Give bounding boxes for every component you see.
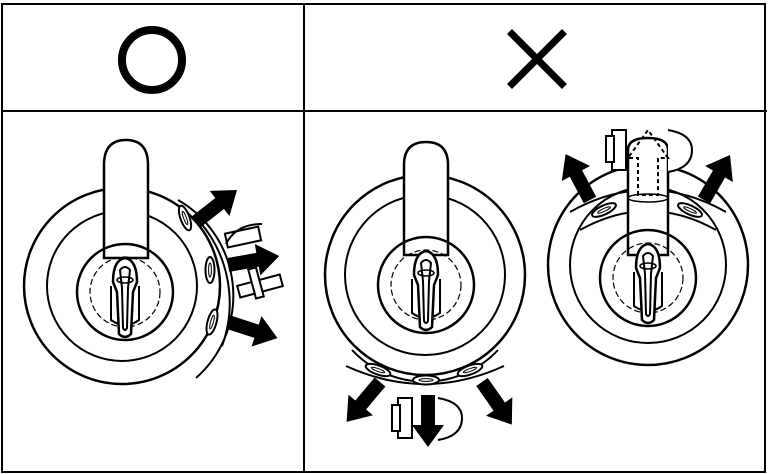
vent-slot <box>204 256 216 284</box>
header-correct: ○ <box>0 0 186 94</box>
clip-part <box>605 129 694 173</box>
incorrect-symbol <box>507 29 567 89</box>
correct-symbol <box>118 26 186 94</box>
header-incorrect: ✕ <box>0 0 567 89</box>
header-correct-label: ○ <box>0 0 10 4</box>
panel-correct <box>22 138 285 386</box>
clip-part <box>223 223 263 249</box>
vent-slot <box>412 374 440 386</box>
vent-band <box>199 221 231 347</box>
panel-incorrect-bottom <box>323 140 527 447</box>
dashed-arrow-up <box>626 128 670 196</box>
handle-tube <box>402 140 450 257</box>
handle-tube <box>102 138 150 260</box>
clip-part <box>391 397 464 441</box>
handle-tube <box>626 136 670 257</box>
panel-incorrect-top <box>546 128 750 367</box>
clip-part <box>235 266 285 300</box>
header-incorrect-label: ✕ <box>0 0 13 4</box>
